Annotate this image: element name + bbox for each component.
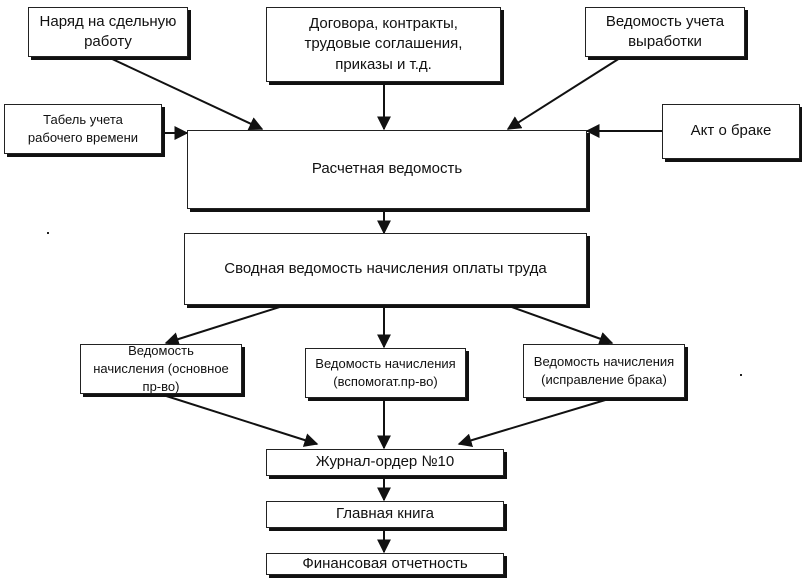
- node-tabel-label: Табель учета рабочего времени: [27, 111, 139, 145]
- node-finansovaya-label: Финансовая отчетность: [302, 554, 468, 572]
- node-naryad: Наряд на сдельную работу: [28, 7, 188, 57]
- arrow-vyrabotka-to-raschetnaya: [506, 57, 621, 130]
- node-raschetnaya: Расчетная ведомость: [187, 130, 587, 209]
- node-ved-ispravlenie: Ведомость начисления (исправление брака): [523, 344, 685, 398]
- node-ved-vspomogat-label: Ведомость начисления (вспомогат.пр-во): [315, 355, 456, 389]
- node-vedomost-vyrabotki: Ведомость учета выработки: [585, 7, 745, 57]
- node-zhurnal-label: Журнал-ордер №10: [315, 453, 455, 471]
- node-glavnaya: Главная книга: [266, 501, 504, 528]
- node-raschetnaya-label: Расчетная ведомость: [311, 160, 463, 178]
- arrow-svodnaya-to-ispravlenie: [505, 304, 614, 346]
- arrow-svodnaya-to-osnovnoe: [164, 304, 287, 346]
- node-akt-label: Акт о браке: [690, 122, 772, 140]
- node-svodnaya-label: Сводная ведомость начисления оплаты труд…: [224, 259, 547, 277]
- node-ved-osnovnoe: Ведомость начисления (основное пр-во): [80, 342, 242, 395]
- node-ved-vspomogat: Ведомость начисления (вспомогат.пр-во): [305, 348, 466, 398]
- node-dogovora-label: Договора, контракты, трудовые соглашения…: [304, 15, 463, 73]
- node-finansovaya: Финансовая отчетность: [266, 553, 504, 575]
- node-ved-osnovnoe-label: Ведомость начисления (основное пр-во): [93, 342, 229, 395]
- stray-dot: [47, 232, 49, 234]
- node-zhurnal: Журнал-ордер №10: [266, 449, 504, 476]
- node-tabel: Табель учета рабочего времени: [4, 104, 162, 154]
- node-vedomost-vyrabotki-label: Ведомость учета выработки: [605, 12, 725, 50]
- arrow-ispravlenie-to-zhurnal: [457, 397, 613, 448]
- node-dogovora: Договора, контракты, трудовые соглашения…: [266, 7, 501, 82]
- node-svodnaya: Сводная ведомость начисления оплаты труд…: [184, 233, 587, 305]
- node-glavnaya-label: Главная книга: [336, 505, 434, 523]
- node-naryad-label: Наряд на сдельную работу: [39, 12, 177, 50]
- node-akt: Акт о браке: [662, 104, 800, 159]
- arrow-osnovnoe-to-zhurnal: [159, 393, 319, 447]
- stray-dot: [740, 374, 742, 376]
- node-ved-ispravlenie-label: Ведомость начисления (исправление брака): [533, 353, 675, 387]
